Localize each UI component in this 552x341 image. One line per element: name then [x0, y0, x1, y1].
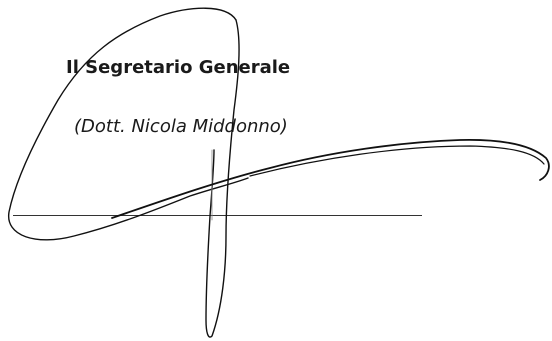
signature-line [13, 215, 422, 216]
signatory-title: Il Segretario Generale [66, 57, 291, 78]
signature-tail-stroke-inner [249, 145, 545, 177]
signatory-name: (Dott. Nicola Middonno) [74, 116, 288, 137]
signature-tail-stroke [111, 138, 550, 219]
